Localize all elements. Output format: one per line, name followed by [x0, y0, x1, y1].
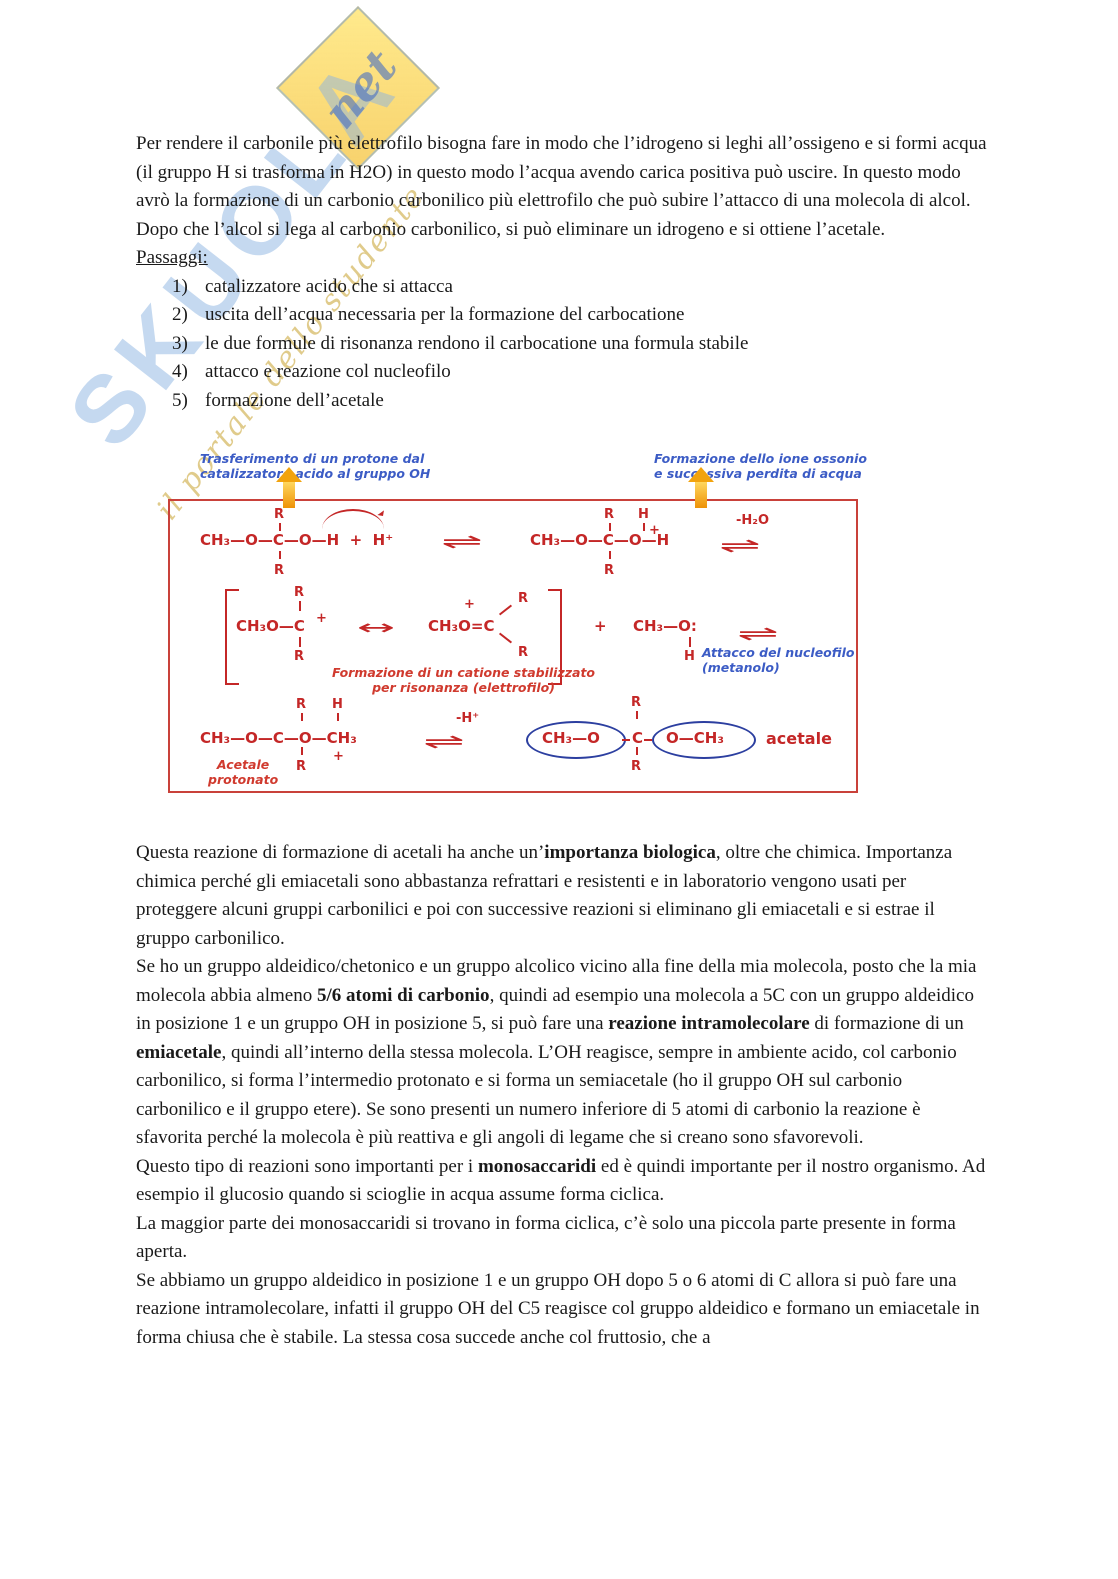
step-text: catalizzatore acido che si attacca — [205, 275, 453, 297]
r-group-label: R — [631, 759, 642, 774]
minus-water-label: -H₂O — [736, 513, 770, 528]
step-text: attacco e reazione col nucleofilo — [205, 361, 451, 382]
bracket-right — [548, 589, 562, 685]
bond-line — [644, 739, 652, 741]
yellow-up-arrow — [276, 467, 302, 508]
plus-charge: + — [316, 611, 327, 626]
r-group-label: R — [296, 759, 307, 774]
equilibrium-arrow: ⇌ — [719, 533, 761, 559]
body-paragraph: La maggior parte dei monosaccaridi si tr… — [136, 1212, 956, 1263]
body-paragraph: Se ho un gruppo aldeidico/chetonico e un… — [136, 956, 977, 1148]
diagram-border-box — [168, 499, 858, 793]
formula-acetal-och3-left: CH₃—O — [542, 729, 600, 747]
r-group-label: R — [294, 649, 305, 664]
r-group-label: R — [631, 695, 642, 710]
bond-line — [279, 523, 281, 531]
central-carbon-label: C — [632, 729, 644, 747]
annotation-oxonium: Formazione dello ione ossonio e successi… — [654, 451, 868, 481]
plus-charge: + — [333, 749, 344, 764]
formula-protonated-acetal: CH₃—O—C—O—CH₃ — [200, 729, 357, 747]
step-number: 1) — [172, 275, 188, 297]
annotation-nucleophile-attack: Attacco del nucleofilo (metanolo) — [702, 645, 855, 675]
step-number: 3) — [172, 332, 188, 354]
bond-line — [299, 637, 301, 647]
r-group-label: R — [294, 585, 305, 600]
label-acetale: acetale — [766, 729, 832, 748]
yellow-up-arrow — [688, 467, 714, 508]
formula-acetal-och3-right: O—CH₃ — [666, 729, 724, 747]
equilibrium-arrow: ⇌ — [423, 729, 465, 755]
step-text: formazione dell’acetale — [205, 389, 384, 411]
h-atom-label: H — [684, 649, 695, 664]
h-atom-label: H — [638, 507, 649, 522]
annotation-proton-transfer: Trasferimento di un protone dal catalizz… — [200, 451, 431, 481]
formula-hemiacetal-plus-h: CH₃—O—C—O—H + H⁺ — [200, 531, 394, 549]
bond-line — [301, 713, 303, 721]
step-number: 5) — [172, 389, 188, 411]
watermark-net-label: net — [312, 39, 408, 139]
bond-line — [279, 551, 281, 559]
bond-line — [636, 747, 638, 755]
bond-line — [299, 601, 301, 611]
step-text: uscita dell’acqua necessaria per la form… — [205, 304, 685, 325]
body-paragraph: Questo tipo di reazioni sono importanti … — [136, 1155, 986, 1206]
equilibrium-arrow: ⇌ — [737, 621, 779, 647]
h-atom-label: H — [332, 697, 343, 712]
step-item: 4) attacco e reazione col nucleofilo — [172, 358, 990, 387]
step-item: 5) formazione dell’acetale — [172, 387, 990, 416]
curved-electron-arrow — [322, 509, 384, 529]
minus-proton-label: -H⁺ — [456, 711, 480, 726]
plus-sign: + — [594, 617, 607, 635]
body-paragraph: Se abbiamo un gruppo aldeidico in posizi… — [136, 1269, 980, 1348]
formula-methanol: CH₃—O: — [633, 617, 697, 635]
passaggi-heading: Passaggi: — [136, 247, 208, 268]
resonance-arrow: ↔ — [356, 615, 396, 641]
intro-paragraph: Per rendere il carbonile più elettrofilo… — [136, 133, 987, 240]
step-item: 3) le due formule di risonanza rendono i… — [172, 330, 990, 359]
caption-resonance-cation: Formazione di un catione stabilizzato pe… — [332, 665, 596, 695]
formula-oxocarbenium: CH₃O=C — [428, 617, 495, 635]
r-group-label: R — [518, 645, 529, 660]
steps-list: 1) catalizzatore acido che si attacca 2)… — [136, 273, 990, 416]
bond-line — [337, 713, 339, 721]
bond-line — [622, 739, 630, 741]
reaction-mechanism-diagram: Trasferimento di un protone dal catalizz… — [136, 451, 988, 799]
r-group-label: R — [274, 563, 285, 578]
bond-line — [636, 711, 638, 719]
plus-charge: + — [464, 597, 475, 612]
document-content: Per rendere il carbonile più elettrofilo… — [136, 130, 990, 1352]
r-group-label: R — [274, 507, 285, 522]
plus-charge: + — [649, 523, 660, 538]
bond-line — [689, 637, 691, 647]
formula-protonated-oxonium: CH₃—O—C—O—H — [530, 531, 670, 549]
step-item: 2) uscita dell’acqua necessaria per la f… — [172, 301, 990, 330]
r-group-label: R — [604, 507, 615, 522]
circle-highlight-right — [652, 721, 756, 759]
r-group-label: R — [518, 591, 529, 606]
bond-line — [643, 523, 645, 531]
bond-line — [301, 747, 303, 755]
bond-line — [609, 523, 611, 531]
r-group-label: R — [604, 563, 615, 578]
equilibrium-arrow: ⇌ — [441, 529, 483, 555]
step-number: 4) — [172, 361, 188, 382]
body-paragraph: Questa reazione di formazione di acetali… — [136, 842, 953, 949]
step-text: le due formule di risonanza rendono il c… — [205, 332, 749, 354]
step-number: 2) — [172, 304, 188, 325]
r-group-label: R — [296, 697, 307, 712]
formula-carbocation: CH₃O—C — [236, 617, 305, 635]
bracket-left — [225, 589, 239, 685]
bond-line — [609, 551, 611, 559]
label-protonated-acetal: Acetale protonato — [208, 757, 279, 787]
step-item: 1) catalizzatore acido che si attacca — [172, 273, 990, 302]
